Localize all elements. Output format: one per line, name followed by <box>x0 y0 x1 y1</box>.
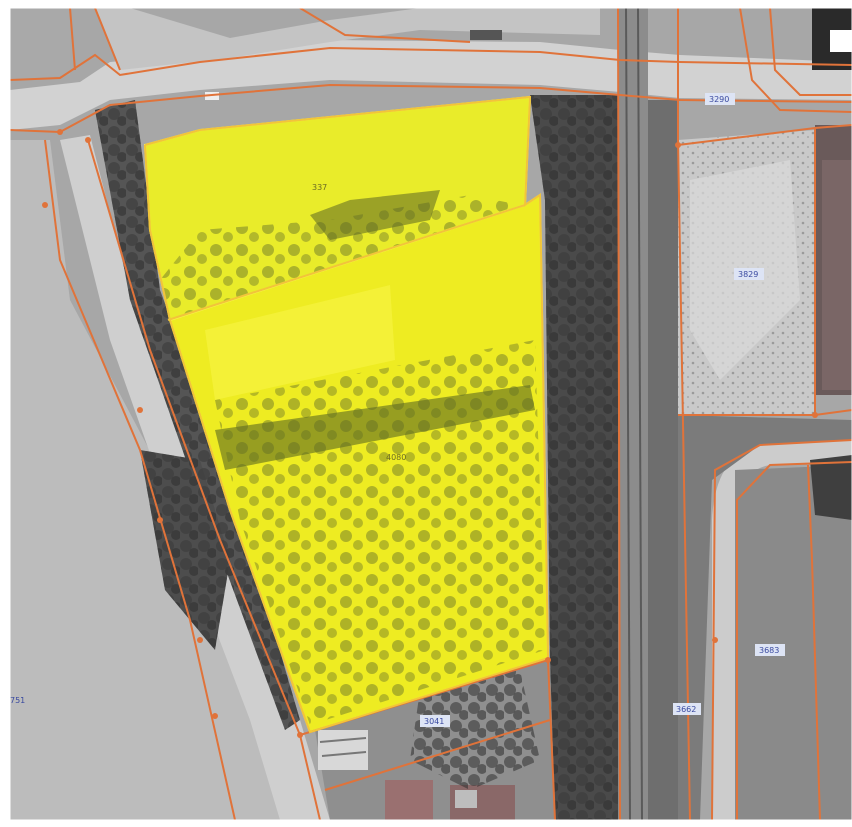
svg-text:3829: 3829 <box>738 270 758 279</box>
hut-north <box>470 30 502 40</box>
boundary-upper-road <box>94 8 121 71</box>
tree-line-west-texture <box>95 100 300 730</box>
rail-strip-east <box>648 100 678 820</box>
small-building-nw <box>205 92 219 100</box>
greenhouse-line-2 <box>321 751 367 757</box>
boundary-vertices <box>42 129 818 738</box>
parcel-label-field-east[interactable]: 3683 <box>755 644 785 656</box>
boundary-plot-split <box>167 204 526 321</box>
parcel-boundaries <box>10 8 852 820</box>
parcel-label-north-plot[interactable]: 337 <box>312 183 327 192</box>
parcel-label-yard-east[interactable]: 3829 <box>734 268 764 280</box>
boundary-ne-road-curve-2 <box>769 8 852 96</box>
trees-south <box>410 670 540 790</box>
warehouse-roof <box>822 160 852 390</box>
boundary-west-road-outer <box>44 139 236 820</box>
svg-text:3041: 3041 <box>424 717 444 726</box>
boundary-south-lot-east <box>547 659 556 820</box>
road-east-curve[interactable] <box>712 440 852 820</box>
highlighted-parcel-north-texture <box>160 195 520 320</box>
parcel-label-south-lot[interactable]: 3041 <box>420 715 450 727</box>
boundary-north-road <box>10 46 852 81</box>
svg-text:3683: 3683 <box>759 646 779 655</box>
photo-border <box>9 7 852 821</box>
building-ne-window <box>830 30 852 52</box>
parcel-label-field-west[interactable]: 751 <box>10 696 25 705</box>
boundary-rail-west <box>617 8 621 820</box>
svg-text:4080: 4080 <box>386 453 406 462</box>
tree-cluster-se <box>810 455 852 520</box>
north-parcel-tree-row <box>310 190 440 240</box>
main-parcel-tree-band <box>215 385 535 470</box>
main-parcel-bright-area <box>205 285 395 400</box>
railway-track-right <box>637 8 643 820</box>
greenhouse-line-1 <box>319 737 367 743</box>
parcel-label-road-north[interactable]: 3290 <box>705 93 735 105</box>
boundary-upper-diag <box>299 8 471 43</box>
boundary-rail-east <box>677 8 691 820</box>
boundary-east-curve-outer <box>711 439 852 820</box>
tree-cluster-sw-texture <box>140 450 230 650</box>
svg-text:751: 751 <box>10 696 25 705</box>
svg-text:3662: 3662 <box>676 705 696 714</box>
house-roof-1[interactable] <box>385 780 433 820</box>
svg-text:337: 337 <box>312 183 327 192</box>
svg-text:3290: 3290 <box>709 95 729 104</box>
east-lower-field <box>735 465 852 820</box>
tree-belt-east-texture <box>530 95 625 820</box>
railway-bed <box>618 8 648 820</box>
boundary-east-curve-inner <box>736 461 852 820</box>
road-north-upper <box>95 8 600 70</box>
boundary-ne-road-curve <box>739 8 852 113</box>
boundary-east-field <box>807 464 821 820</box>
parcel-label-main-plot[interactable]: 4080 <box>386 453 406 462</box>
boundary-south-lot <box>324 719 551 791</box>
greenhouse-rows <box>318 730 368 770</box>
parcel-label-rail-strip[interactable]: 3662 <box>673 703 701 715</box>
boundary-west-road-inner <box>87 139 321 820</box>
railway-track-left <box>625 8 631 820</box>
west-field-top <box>10 8 70 80</box>
boundary-north-road-south <box>10 83 852 134</box>
house-roof-3 <box>455 790 477 808</box>
east-mid-strip <box>678 415 852 820</box>
boundary-north-upper <box>69 8 76 71</box>
